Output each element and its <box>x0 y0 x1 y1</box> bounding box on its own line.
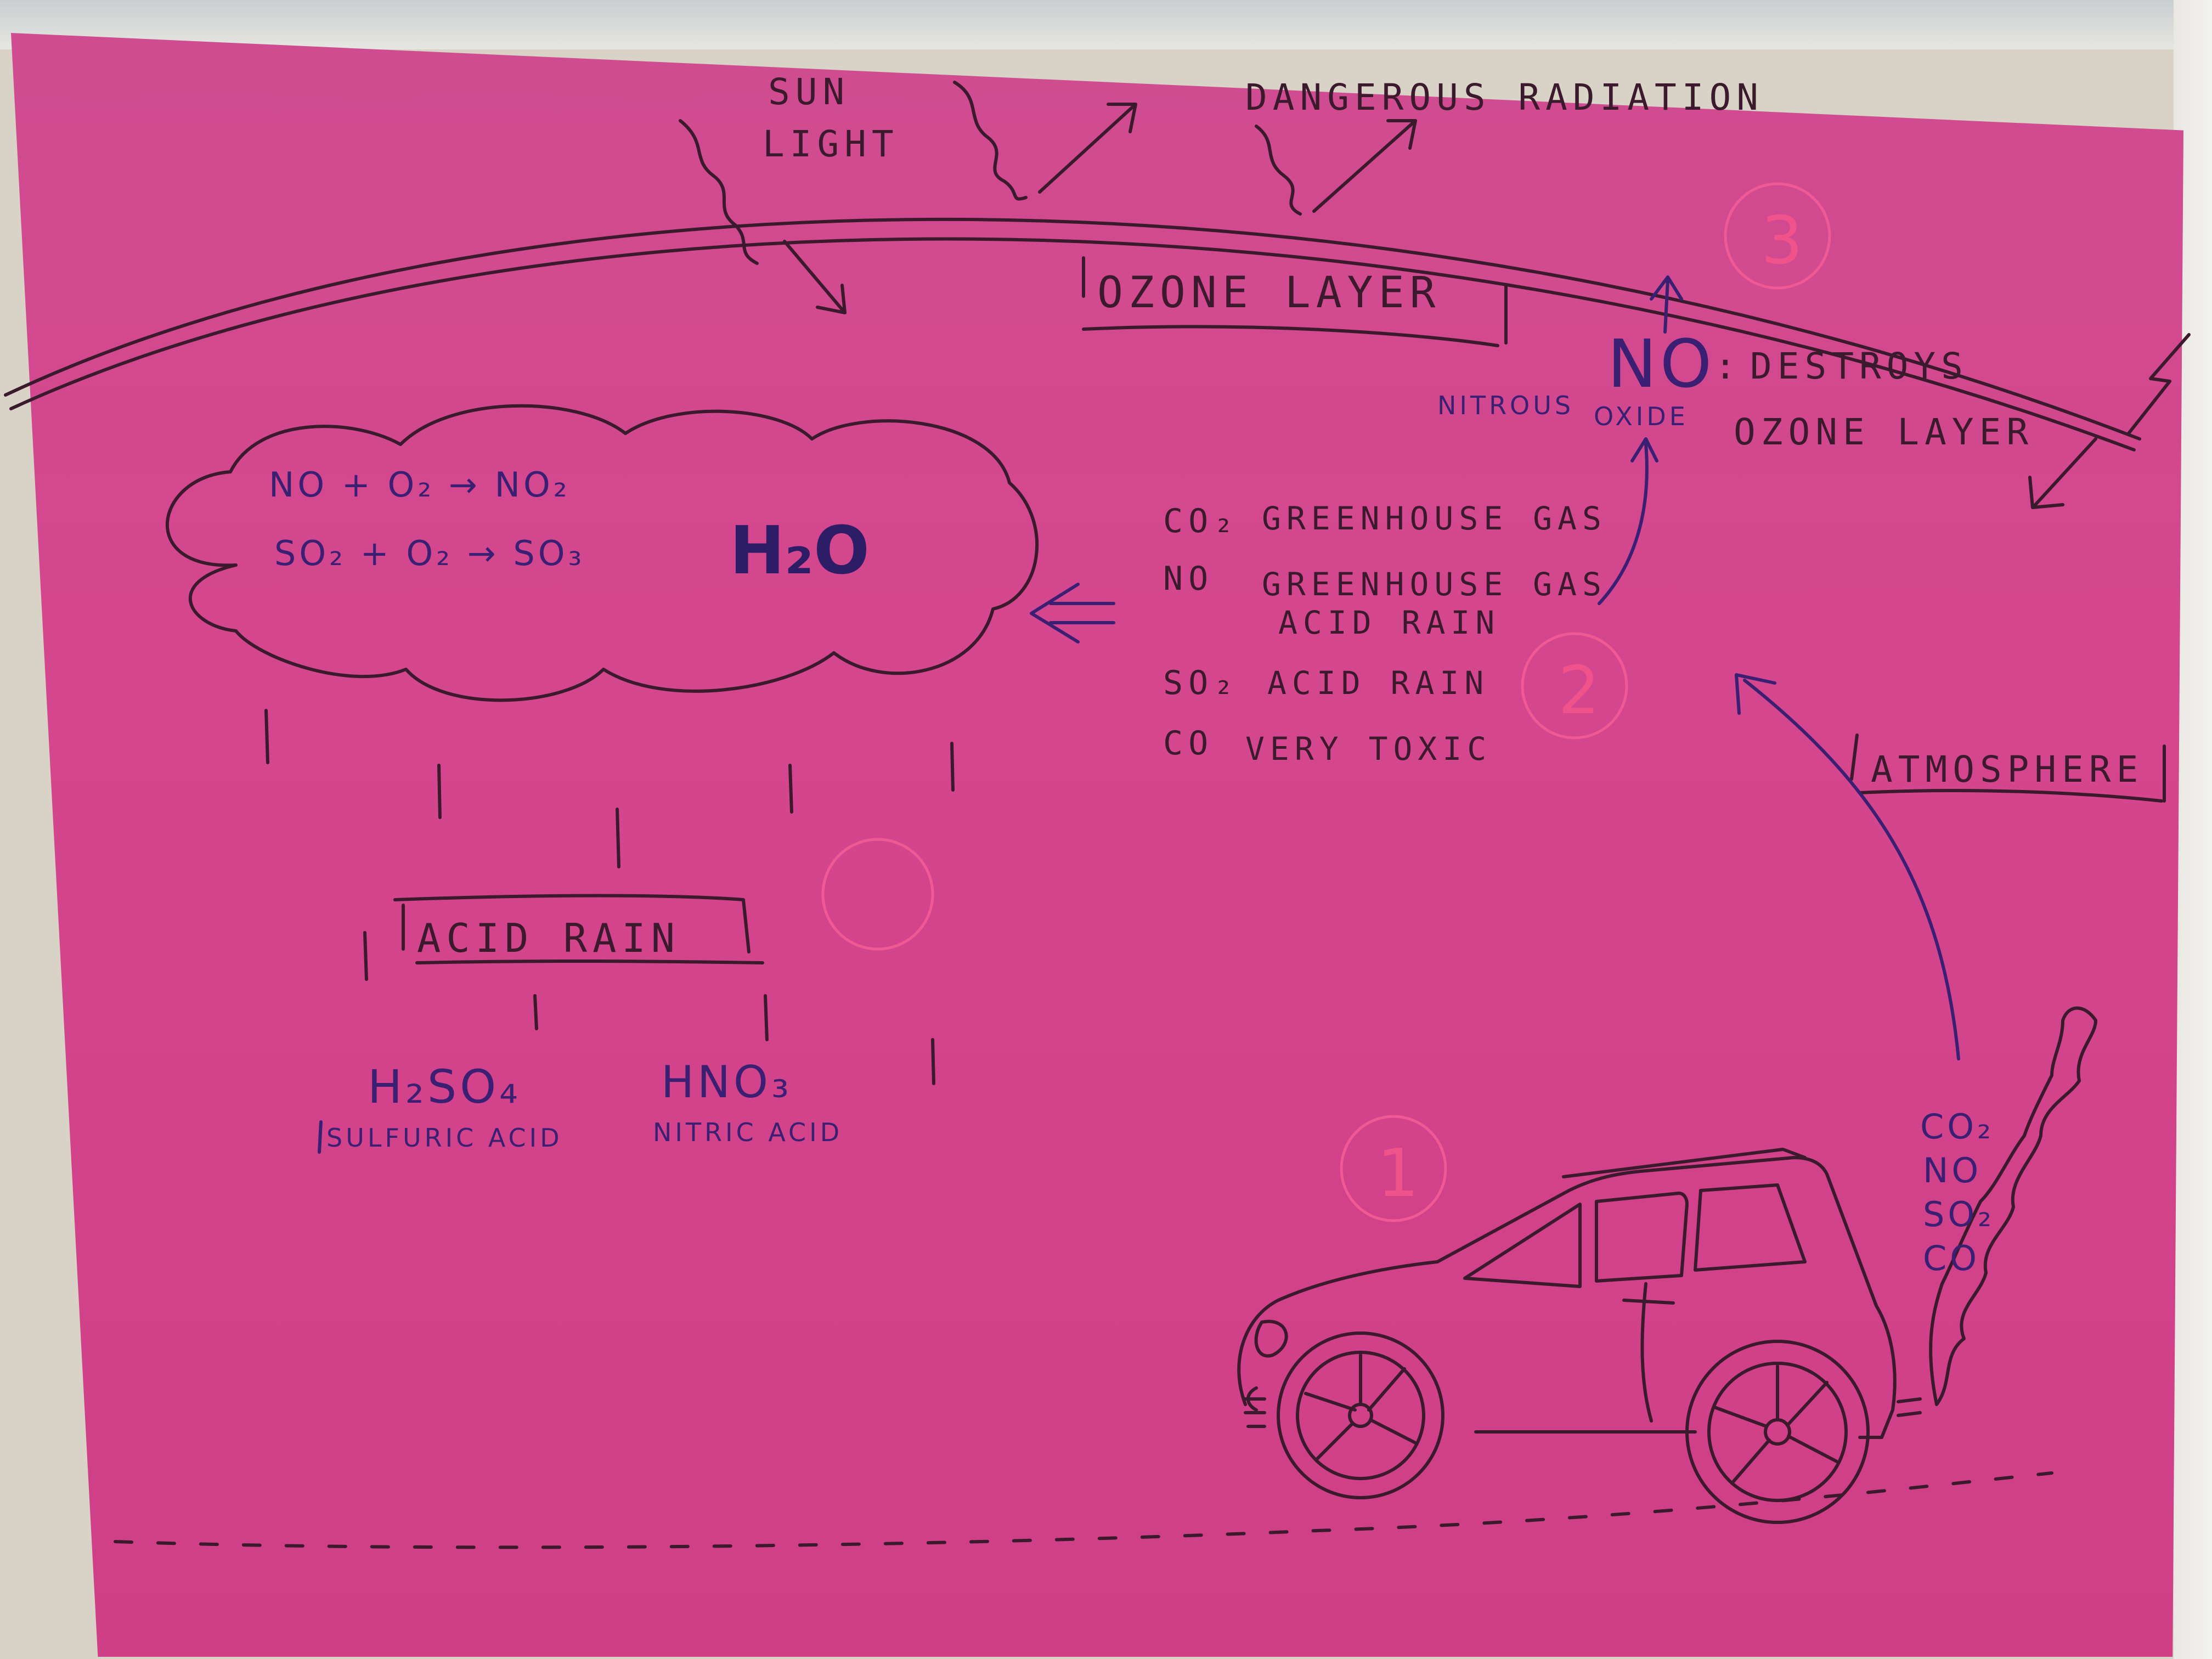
car-headlight <box>1254 1319 1288 1358</box>
gas-3-effect: ACID RAIN <box>1267 664 1489 702</box>
cloud-water: H₂O <box>730 513 870 589</box>
exhaust-gas-3: SO₂ <box>1923 1194 1995 1234</box>
car-window-rear-1 <box>1595 1192 1689 1283</box>
nitrous-label: NITROUS <box>1437 391 1574 420</box>
car-roofline <box>1562 1148 1807 1178</box>
car-rear-wheel <box>1707 1362 1848 1502</box>
sunlight-wavy-ray <box>679 119 759 265</box>
atmosphere-bracket <box>1850 733 2166 803</box>
gas-4-formula: CO <box>1163 724 1214 763</box>
step-1-number: 1 <box>1377 1136 1419 1212</box>
greenhouse-to-nitrous-arrow <box>1598 437 1658 605</box>
lightning-mark <box>2127 333 2191 435</box>
ozone-arc-lower <box>9 237 2136 452</box>
exhaust-gas-1: CO₂ <box>1920 1107 1994 1147</box>
car-rear-spokes <box>1713 1364 1839 1483</box>
car-front-wheel-arch <box>1277 1331 1444 1499</box>
exhaust-smoke <box>1929 1006 2097 1406</box>
ozone-layer-label-2: OZONE LAYER <box>1734 411 2034 453</box>
car-front-spokes <box>1304 1353 1417 1461</box>
gases-to-cloud-arrow <box>1030 583 1115 644</box>
acid-rain-bracket <box>393 894 764 964</box>
no-to-ozone-arrow <box>1650 275 1683 334</box>
no-formula: NO <box>1607 326 1715 403</box>
step-2-circle <box>1521 632 1628 740</box>
acid-2-formula: HNO₃ <box>661 1057 792 1108</box>
ozone-layer-label: OZONE LAYER <box>1097 268 1441 318</box>
dashed-road <box>114 1471 2053 1549</box>
cloud-outline <box>165 404 1039 702</box>
radiation-label: DANGEROUS RADIATION <box>1245 76 1764 119</box>
gas-2-effect: GREENHOUSE GAS <box>1262 566 1607 603</box>
car-bumper <box>1244 1397 1266 1428</box>
acid-1-name: SULFURIC ACID <box>326 1123 563 1153</box>
exhaust-to-atmosphere-arrow <box>1735 673 1960 1060</box>
ozone-arc-upper <box>4 217 2141 441</box>
car-drawing <box>1237 1006 2097 1524</box>
gas-1-formula: CO₂ <box>1163 502 1239 540</box>
step-3-circle <box>1724 182 1831 290</box>
step-1-circle <box>1340 1115 1447 1222</box>
no-separator: : <box>1714 345 1742 387</box>
step-3-number: 3 <box>1761 203 1803 279</box>
atmosphere-label: ATMOSPHERE <box>1871 748 2143 791</box>
radiation-down-arrow <box>2028 437 2097 509</box>
car-front-wheel <box>1296 1351 1425 1480</box>
destroys-label: DESTROYS <box>1750 345 1968 387</box>
rain-streaks <box>264 709 955 1085</box>
acid-1-bracket <box>318 1120 323 1154</box>
radiation-wavy-ray-2 <box>1255 125 1302 216</box>
cloud-reaction-2: SO₂ + O₂ → SO₃ <box>274 533 585 573</box>
acid-2-name: NITRIC ACID <box>653 1118 843 1147</box>
gas-1-effect: GREENHOUSE GAS <box>1262 500 1607 537</box>
exhaust-gas-4: CO <box>1923 1238 1980 1278</box>
sunlight-arrow-through <box>783 240 847 314</box>
car-body <box>1237 1156 1897 1439</box>
gas-2-effect-2: ACID RAIN <box>1278 604 1500 641</box>
car-window-rear-2 <box>1694 1183 1807 1272</box>
blank-step-circle <box>821 838 934 951</box>
oxide-label: OXIDE <box>1594 402 1689 431</box>
radiation-wavy-ray-1 <box>953 81 1028 201</box>
gas-2-formula: NO <box>1163 560 1214 598</box>
gas-3-formula: SO₂ <box>1163 664 1239 702</box>
window-background <box>0 0 2212 49</box>
acid-1-formula: H₂SO₄ <box>368 1060 521 1114</box>
ozone-label-bracket <box>1082 256 1508 347</box>
acid-rain-label: ACID RAIN <box>417 915 680 961</box>
exhaust-gas-2: NO <box>1923 1150 1982 1190</box>
sun-light-label-1: SUN <box>768 71 850 113</box>
cloud-reaction-1: NO + O₂ → NO₂ <box>269 465 571 505</box>
step-2-number: 2 <box>1558 653 1600 729</box>
car-exhaust-pipe <box>1897 1397 1922 1417</box>
gas-4-effect: VERY TOXIC <box>1245 730 1492 768</box>
car-rear-wheel-arch <box>1685 1340 1870 1524</box>
car-door-line <box>1622 1282 1675 1423</box>
sun-light-label-2: LIGHT <box>763 123 899 165</box>
car-lower-body <box>1246 1386 1697 1434</box>
car-window-front <box>1463 1203 1582 1288</box>
radiation-reflect-arrow-1 <box>1038 103 1137 194</box>
radiation-reflect-arrow-2 <box>1312 119 1417 213</box>
